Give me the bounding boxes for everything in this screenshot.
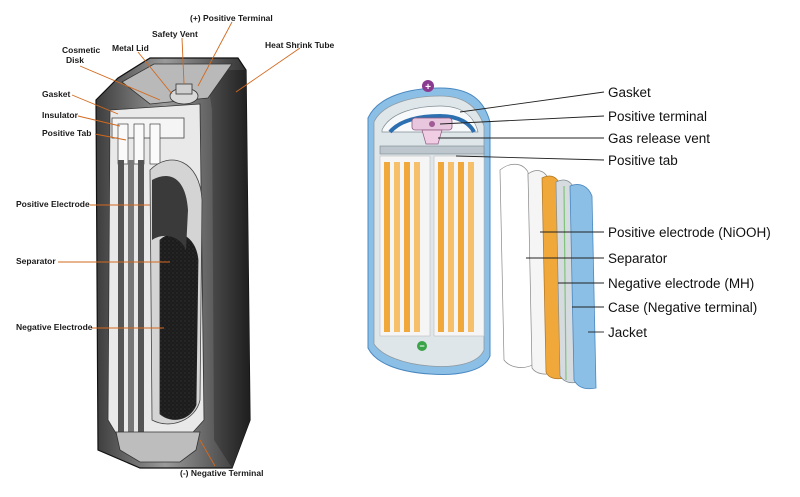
plus-symbol: + <box>425 82 431 93</box>
label-negative-terminal: (-) Negative Terminal <box>180 468 263 478</box>
label-positive-terminal: (+) Positive Terminal <box>190 13 273 23</box>
positive-electrode-layer <box>118 160 124 432</box>
label-heat-shrink-tube: Heat Shrink Tube <box>265 40 335 50</box>
gasket-ring <box>388 113 476 134</box>
label-safety-vent: Safety Vent <box>152 29 198 39</box>
label-positive-electrode-right: Positive electrode (NiOOH) <box>608 225 771 240</box>
label-separator-right: Separator <box>608 251 668 266</box>
positive-tab-plate <box>379 145 485 155</box>
label-jacket-right: Jacket <box>608 325 647 340</box>
gas-release-vent <box>421 129 443 145</box>
label-gasket: Gasket <box>42 89 71 99</box>
left-battery-cutaway: (+) Positive Terminal Safety Vent Metal … <box>0 0 360 497</box>
label-cosmetic-disk-line1: Cosmetic <box>62 45 101 55</box>
label-gas-release-vent: Gas release vent <box>608 131 710 146</box>
electrode-stack <box>379 155 485 337</box>
left-battery-illustration: (+) Positive Terminal Safety Vent Metal … <box>16 13 335 478</box>
plus-marker <box>422 80 434 92</box>
jacket-sheet <box>569 184 597 390</box>
negative-terminal-base <box>115 431 201 463</box>
label-separator: Separator <box>16 256 56 266</box>
label-positive-tab-right: Positive tab <box>608 153 678 168</box>
label-metal-lid: Metal Lid <box>112 43 149 53</box>
label-negative-electrode-right: Negative electrode (MH) <box>608 276 754 291</box>
terminal-nub <box>175 83 193 95</box>
insulator-block <box>111 117 185 139</box>
label-cosmetic-disk-line2: Disk <box>66 55 84 65</box>
label-positive-terminal-right: Positive terminal <box>608 109 707 124</box>
heat-shrink-tube-face <box>206 70 250 468</box>
left-leader-lines <box>58 21 301 467</box>
minus-symbol: − <box>419 341 424 351</box>
minus-marker <box>417 341 427 351</box>
right-nimh-diagram: + − Gasket Positive terminal Gas release… <box>360 0 800 497</box>
label-gasket-right: Gasket <box>608 85 651 100</box>
label-positive-electrode: Positive Electrode <box>16 199 90 209</box>
right-nimh-illustration: + − Gasket Positive terminal Gas release… <box>367 80 771 390</box>
label-negative-electrode: Negative Electrode <box>16 322 93 332</box>
right-leader-lines <box>438 91 605 333</box>
label-case-right: Case (Negative terminal) <box>608 300 757 315</box>
negative-electrode-mass <box>159 233 199 420</box>
label-insulator: Insulator <box>42 110 79 120</box>
label-positive-tab: Positive Tab <box>42 128 91 138</box>
